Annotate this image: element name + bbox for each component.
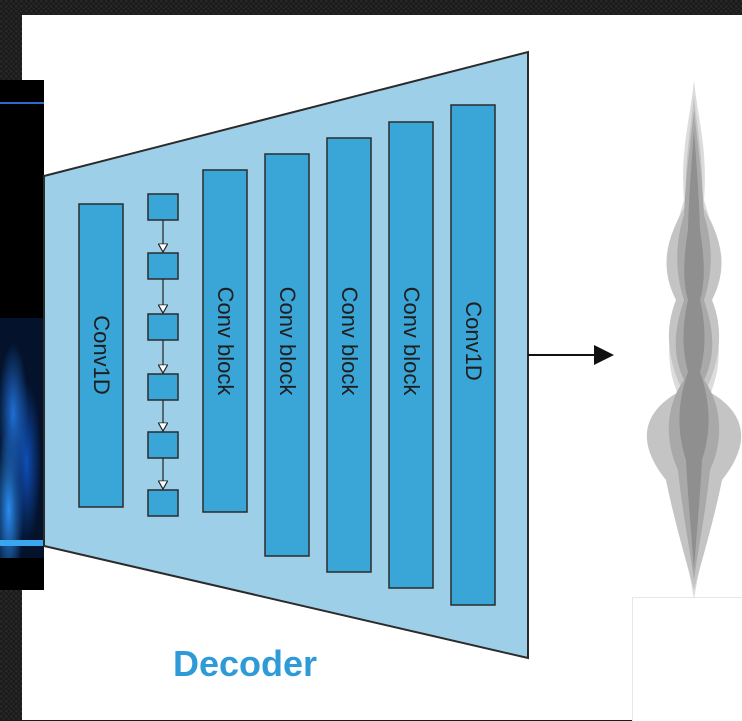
residual-chain (147, 193, 179, 517)
block-conv1d-1 (78, 203, 124, 508)
block-label-conv-1: Conv block (213, 286, 238, 396)
decoder-title: Decoder (173, 643, 318, 684)
block-conv-2 (264, 153, 310, 557)
blank-panel (632, 597, 742, 721)
small-block (147, 313, 179, 341)
block-label-conv-2: Conv block (275, 286, 300, 396)
spectrogram-image (0, 318, 44, 558)
small-block (147, 373, 179, 401)
small-block (147, 489, 179, 517)
block-label-conv-4: Conv block (399, 286, 424, 396)
block-label-conv1d-1: Conv1D (89, 315, 114, 395)
small-block (147, 252, 179, 280)
small-block (147, 431, 179, 459)
block-conv-1 (202, 169, 248, 513)
small-block (147, 193, 179, 221)
left-image-strip (0, 102, 44, 104)
waveform-icon (646, 80, 742, 600)
block-conv-4 (388, 121, 434, 589)
block-conv-3 (326, 137, 372, 573)
block-label-conv1d-2: Conv1D (461, 301, 486, 381)
block-label-conv-3: Conv block (337, 286, 362, 396)
left-image-highlight (0, 540, 44, 546)
block-conv1d-2 (450, 104, 496, 606)
